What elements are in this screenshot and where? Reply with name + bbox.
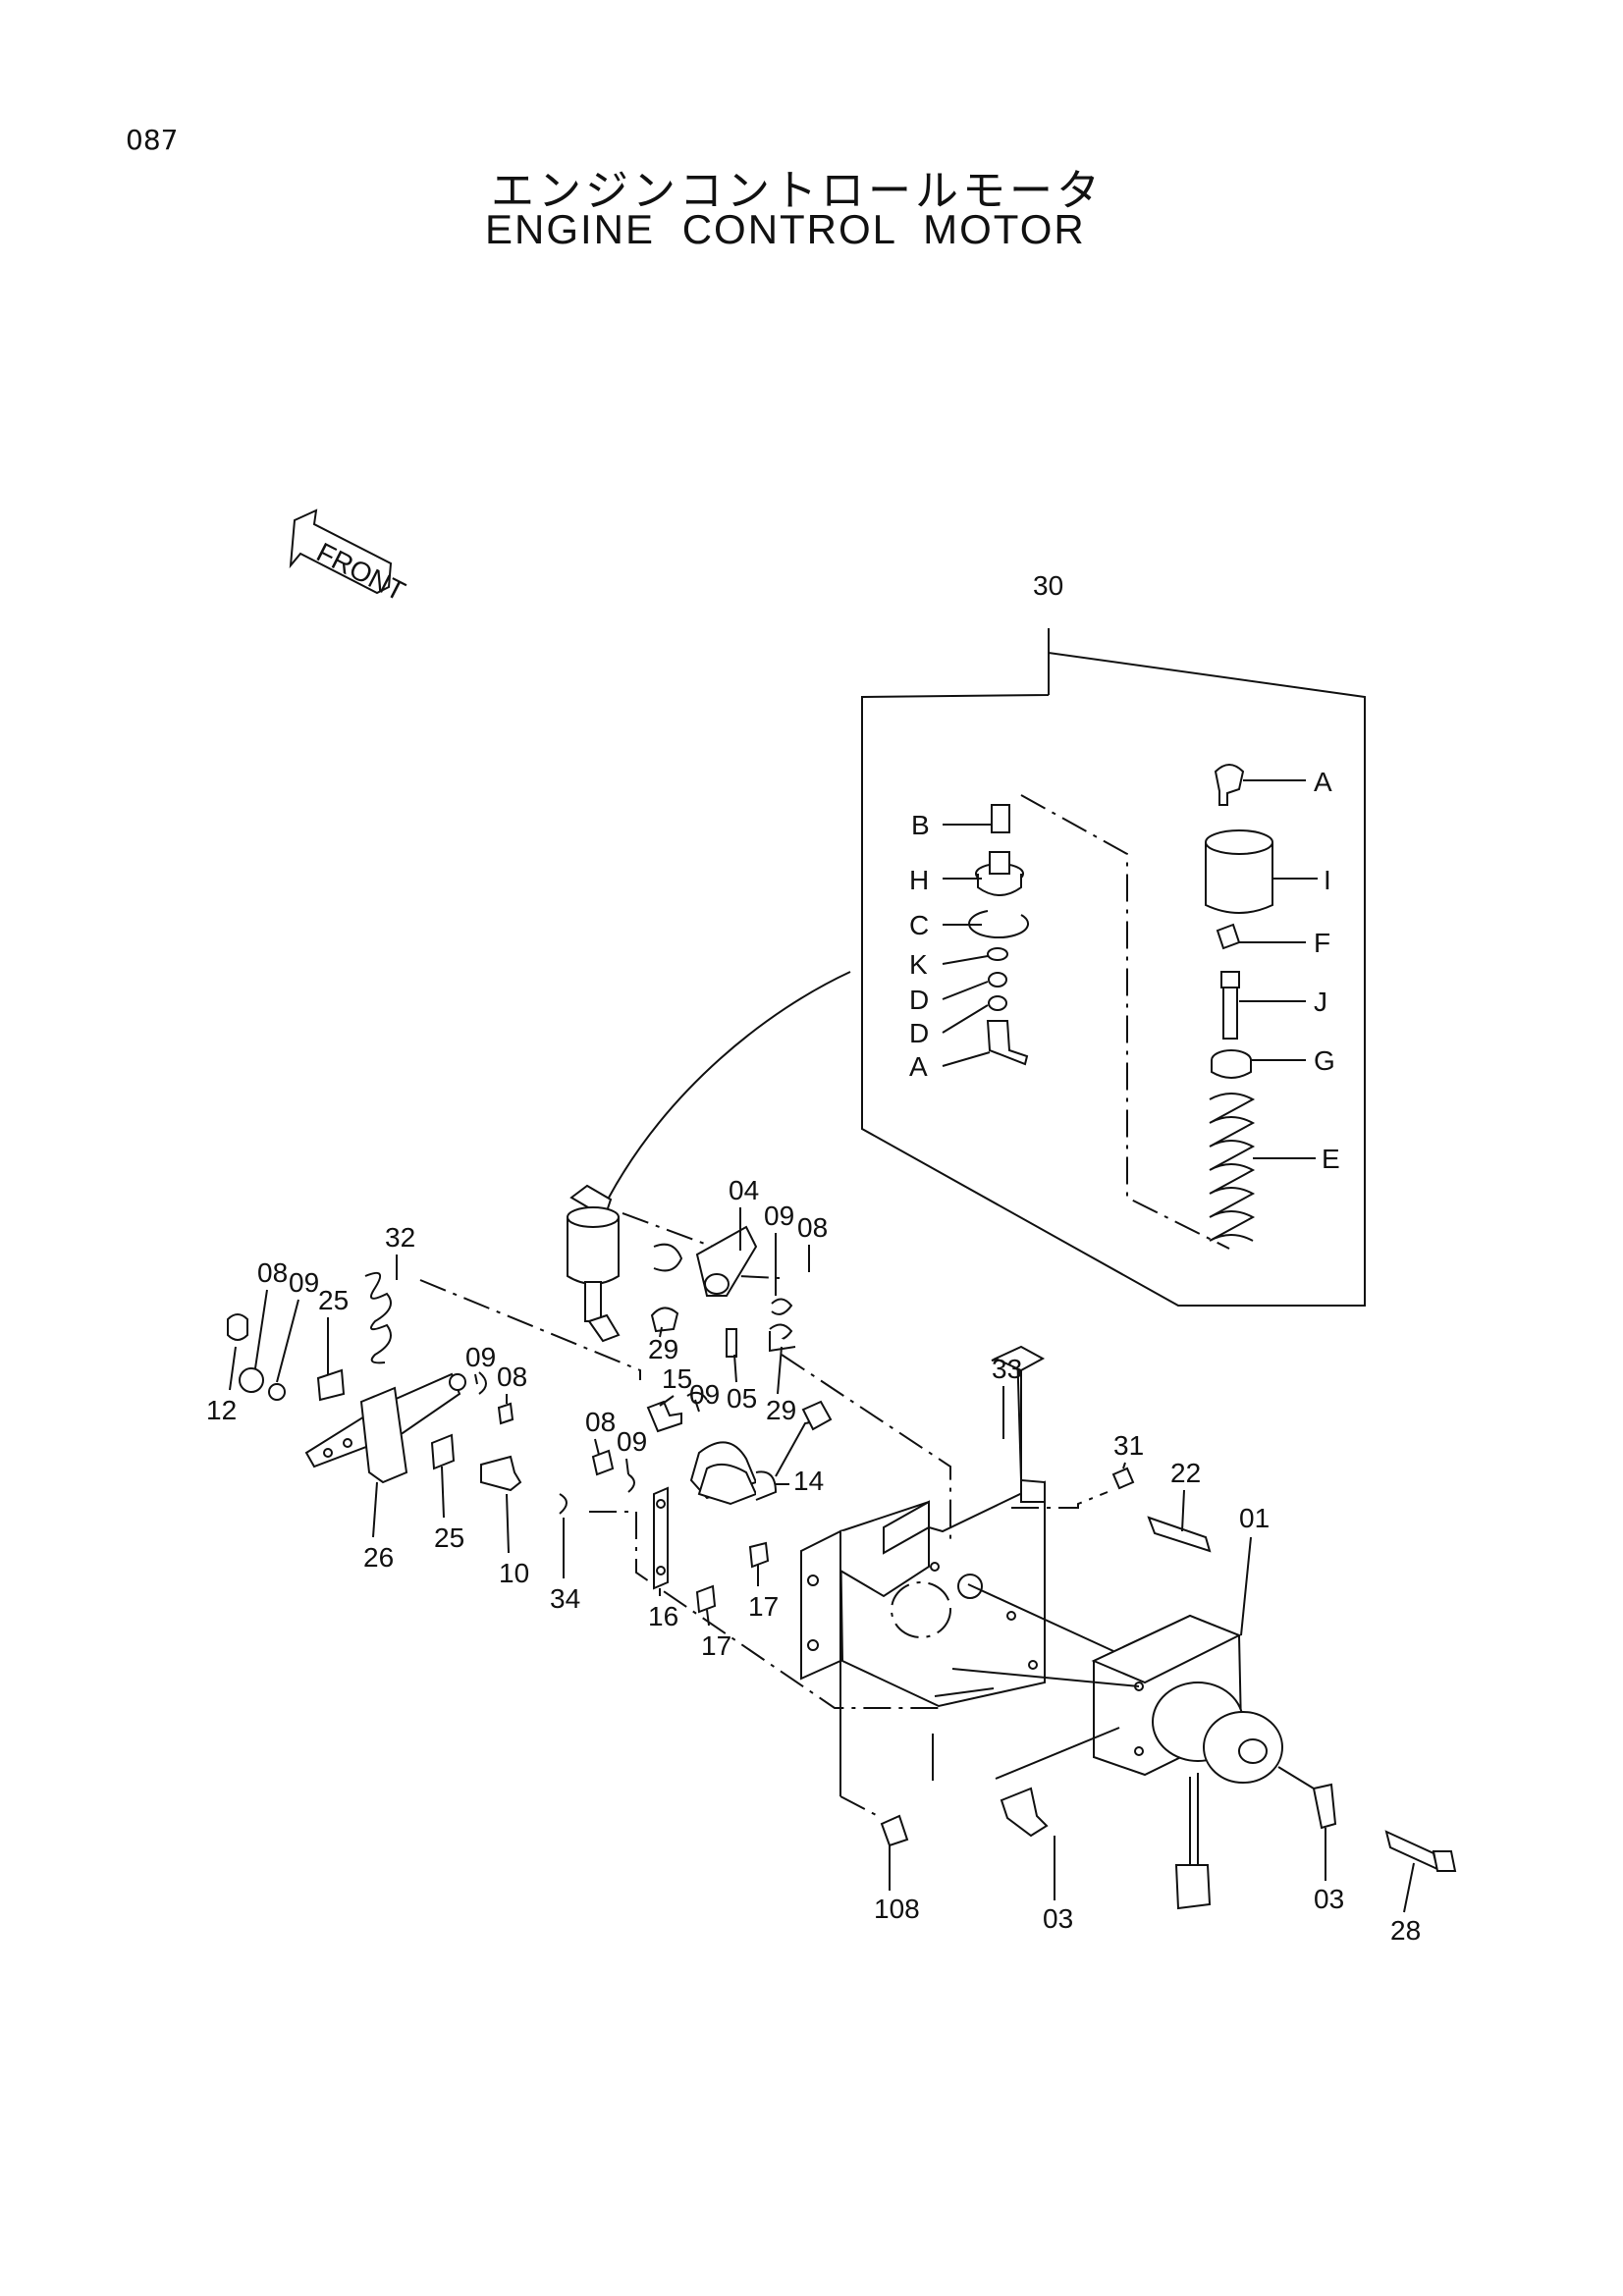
callout-31: 31 <box>1113 1430 1144 1461</box>
callout-26: 26 <box>363 1542 394 1573</box>
motor-01 <box>934 1583 1283 1910</box>
callout-G: G <box>1314 1045 1335 1076</box>
callout-leaders <box>229 1207 1415 1913</box>
callout-A-top: A <box>1314 767 1332 797</box>
callout-H: H <box>909 865 929 895</box>
callout-32: 32 <box>385 1222 415 1253</box>
callout-15: 15 <box>662 1363 692 1394</box>
callout-16: 16 <box>648 1601 678 1631</box>
callout-22: 22 <box>1170 1458 1201 1488</box>
callout-08-a: 08 <box>797 1212 828 1243</box>
callout-09-d: 09 <box>689 1379 720 1410</box>
callout-03-a: 03 <box>1043 1903 1073 1934</box>
callout-29-a: 29 <box>648 1334 678 1364</box>
callout-03-b: 03 <box>1314 1884 1344 1914</box>
callout-09-c: 09 <box>465 1342 496 1372</box>
callout-K: K <box>909 949 928 980</box>
callout-B: B <box>911 810 930 840</box>
callout-17-b: 17 <box>701 1630 731 1661</box>
fasteners-lower <box>839 1467 1457 1872</box>
callout-29-b: 29 <box>766 1395 796 1425</box>
callout-F: F <box>1314 928 1330 958</box>
callout-25-b: 25 <box>434 1522 464 1553</box>
callout-08-d: 08 <box>585 1407 616 1437</box>
callout-J: J <box>1314 987 1327 1017</box>
callout-17-a: 17 <box>748 1591 779 1622</box>
callout-I: I <box>1324 865 1331 895</box>
callout-D-2: D <box>909 1018 929 1048</box>
callout-04: 04 <box>729 1175 759 1205</box>
box-left-column-parts <box>968 804 1030 1066</box>
bracket-33 <box>781 1345 1109 1708</box>
callout-33: 33 <box>992 1354 1022 1384</box>
title-japanese: エンジンコントロールモータ <box>491 166 1104 216</box>
callout-09-b: 09 <box>289 1267 319 1298</box>
callout-D-1: D <box>909 985 929 1015</box>
callout-05: 05 <box>727 1383 757 1414</box>
callout-09-a: 09 <box>764 1201 794 1231</box>
callout-12: 12 <box>206 1395 237 1425</box>
spring-e <box>1209 1093 1256 1242</box>
callout-E: E <box>1322 1144 1340 1174</box>
title-english: ENGINE CONTROL MOTOR <box>485 206 1086 252</box>
callout-01: 01 <box>1239 1503 1270 1533</box>
callout-34: 34 <box>550 1583 580 1614</box>
callout-25-a: 25 <box>318 1285 349 1315</box>
mid-small-parts <box>591 1298 833 1614</box>
subassembly-box-30 <box>608 628 1366 1307</box>
callout-08-c: 08 <box>497 1362 527 1392</box>
callout-C: C <box>909 910 929 940</box>
callout-labels: 30 A B I H C F K D J D G A E 04 09 08 32… <box>206 570 1421 1946</box>
box-right-column-parts <box>1205 764 1273 1242</box>
callout-108: 108 <box>874 1894 920 1924</box>
callout-08-b: 08 <box>257 1257 288 1288</box>
page-number: 087 <box>126 124 179 156</box>
callout-30: 30 <box>1033 570 1063 601</box>
callout-A-bottom: A <box>909 1051 928 1082</box>
box-leader-lines <box>942 779 1318 1159</box>
callout-10: 10 <box>499 1558 529 1588</box>
linkage-arm-assembly <box>227 1272 939 1709</box>
callout-28: 28 <box>1390 1915 1421 1946</box>
callout-09-e: 09 <box>617 1426 647 1457</box>
callout-14: 14 <box>793 1466 824 1496</box>
front-arrow: FRONT <box>289 508 410 607</box>
